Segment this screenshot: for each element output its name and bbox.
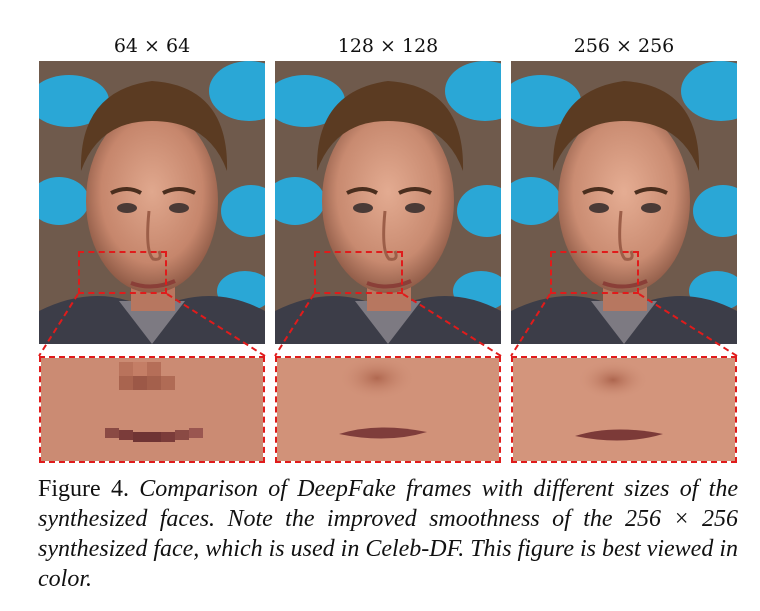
face-photo-128 [275,61,501,344]
crop-region-box [78,251,167,294]
column-label-64: 64 × 64 [113,35,191,57]
zoom-crop-64 [39,356,265,463]
figure-caption: Figure 4. Comparison of DeepFake frames … [38,474,738,594]
caption-prefix: Figure 4. [38,476,129,502]
zoom-crop-256 [511,356,737,463]
face-photo-64 [39,61,265,344]
column-label-256: 256 × 256 [573,35,675,57]
column-label-128: 128 × 128 [337,35,439,57]
zoom-crop-128 [275,356,501,463]
face-photo-256 [511,61,737,344]
caption-text: Comparison of DeepFake frames with diffe… [38,476,739,592]
crop-region-box [550,251,639,294]
crop-region-box [314,251,403,294]
